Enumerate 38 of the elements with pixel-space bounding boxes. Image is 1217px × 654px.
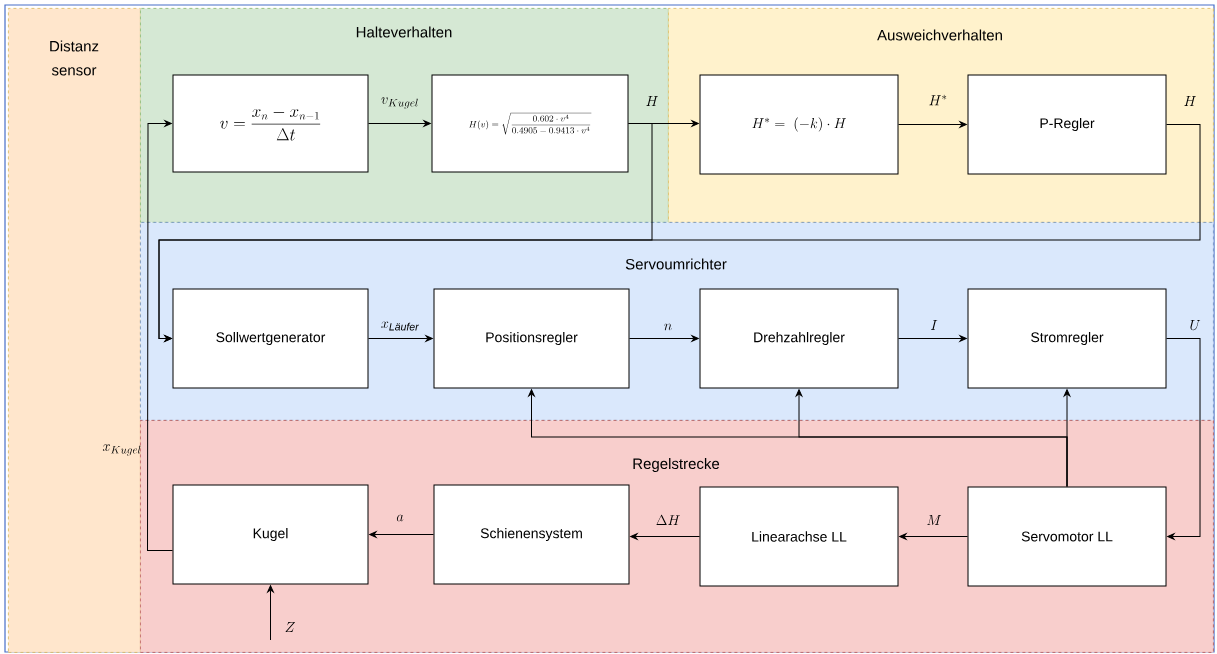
edge-label: $U$ [1190,320,1201,331]
process-box: P-Regler [967,74,1167,175]
process-box: Drehzahlregler [699,288,899,389]
edge-label: $n$ [664,323,672,331]
process-box: Schienensystem [433,484,630,585]
edge-label: $x_{\textit{Läufer}}$ [381,321,419,331]
arrow [368,120,431,127]
process-box: Sollwertgenerator [172,288,369,389]
arrow [368,335,433,342]
arrow [147,120,173,551]
arrow [267,585,274,641]
arrow [898,121,967,128]
arrow [1166,338,1201,540]
process-box: Servomotor LL [967,486,1167,587]
edge-label: $\Delta H$ [656,514,680,525]
edge-label: $a$ [396,514,404,522]
formula-box: $v = \frac{x_n - x_{n-1}}{\Delta t}$ [172,74,369,173]
process-box: Kugel [172,484,369,585]
process-box: Linearachse LL [699,486,899,587]
edge-label: $x_{Kugel}$ [102,444,141,456]
arrow [158,124,1201,342]
arrow [630,533,700,540]
process-box: Stromregler [967,288,1167,389]
arrow [528,389,1068,487]
edge-label: $M$ [927,515,942,525]
arrow [629,335,699,342]
formula-box: $H(v) = \sqrt{\frac{0.602 \cdot v^4}{0.4905 - 0.9413 \cdot v^4}}$ [431,74,629,173]
arrow [899,533,968,540]
edge-label: $v_{Kugel}$ [381,97,418,109]
edge-label: $H$ [1184,96,1196,106]
arrow [369,531,434,538]
edge-label: $I$ [930,320,938,330]
edge-label: $Z$ [285,622,295,632]
edge-label: $H$ [646,96,658,106]
edge-label: $H^*$ [929,94,947,106]
formula-box: $H^* = \; (-k) \cdot H$ [699,74,899,175]
arrow [898,335,967,342]
process-box: Positionsregler [433,288,630,389]
